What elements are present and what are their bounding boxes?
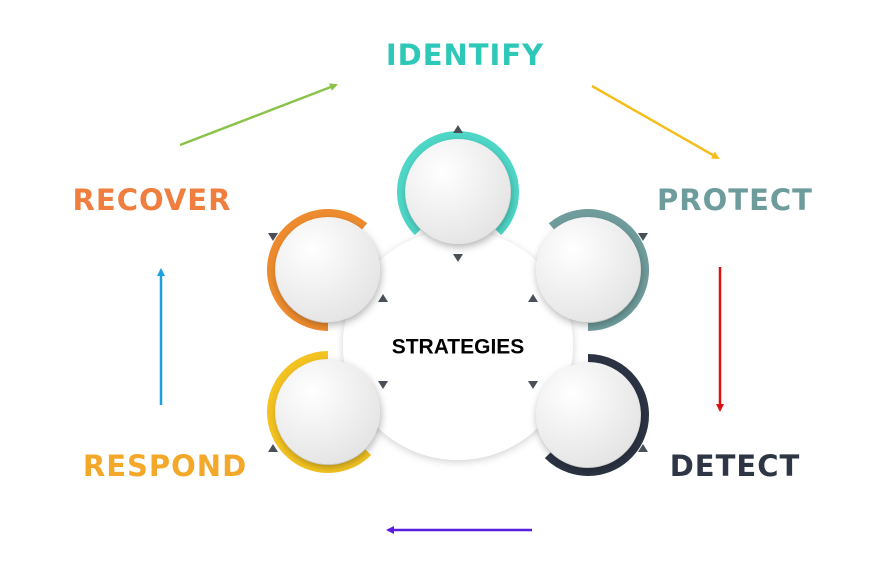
triangle-down-icon [453, 254, 463, 262]
center-circle [343, 230, 573, 460]
respond-circle [276, 360, 380, 464]
triangle-down-icon [378, 381, 388, 389]
stage-label-detect: DETECT [670, 449, 801, 483]
recover-node [267, 209, 380, 331]
center-label: STRATEGIES [392, 336, 525, 359]
protect-circle [536, 218, 640, 322]
stage-label-protect: PROTECT [657, 183, 813, 217]
recover-ring [267, 209, 368, 331]
protect-ring [548, 209, 649, 331]
respond-ring [267, 351, 372, 473]
stage-label-respond: RESPOND [83, 449, 247, 483]
respond-node [267, 351, 380, 473]
identify-ring [397, 131, 519, 236]
detect-circle [536, 363, 640, 467]
protect-node [536, 209, 649, 331]
triangle-down-icon [268, 233, 278, 241]
triangle-down-icon [528, 381, 538, 389]
detect-node [536, 354, 649, 476]
triangle-up-icon [528, 294, 538, 302]
identify-node [397, 131, 519, 244]
triangle-down-icon [638, 233, 648, 241]
arrow-identify-to-protect [591, 84, 720, 160]
arrow-recover-to-identify [179, 83, 338, 147]
recover-circle [276, 218, 380, 322]
identify-circle [406, 140, 510, 244]
stage-label-recover: RECOVER [73, 183, 232, 217]
triangle-up-icon [638, 444, 648, 452]
triangle-up-icon [378, 294, 388, 302]
triangle-up-icon [453, 125, 463, 133]
stage-label-identify: IDENTIFY [386, 38, 544, 72]
triangle-up-icon [268, 444, 278, 452]
detect-ring [544, 354, 649, 476]
